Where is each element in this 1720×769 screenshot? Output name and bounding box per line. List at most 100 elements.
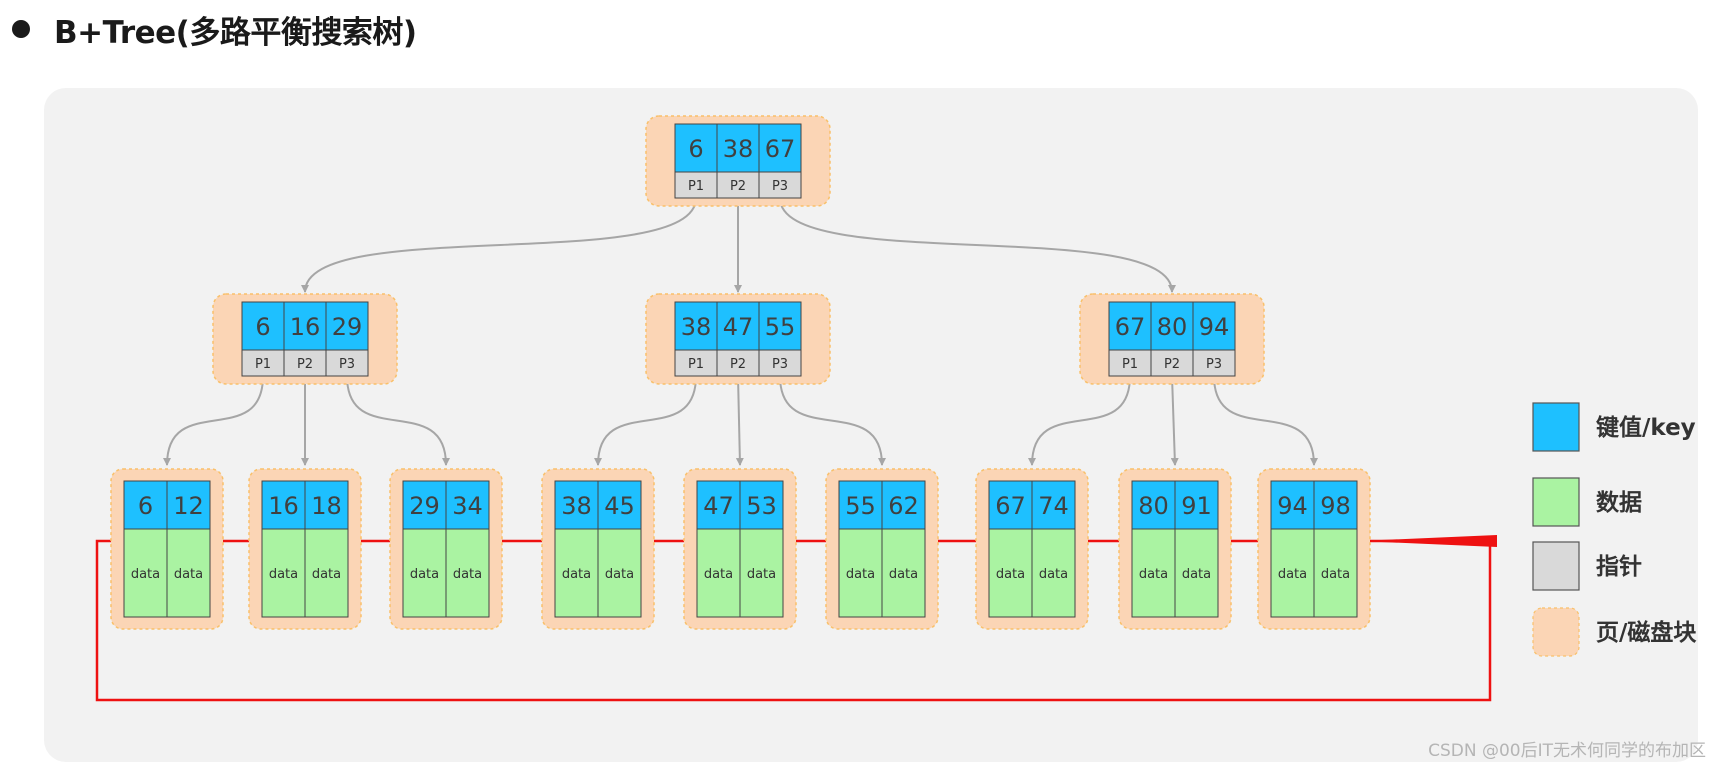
data-cell (739, 528, 784, 618)
key-label: 16 (268, 492, 299, 520)
tree-edges (163, 197, 1318, 466)
data-label: data (1139, 567, 1168, 582)
tree-edge (163, 375, 264, 466)
key-label: 16 (290, 313, 321, 341)
key-cell (696, 480, 741, 530)
key-label: 6 (138, 492, 153, 520)
data-cell (304, 528, 349, 618)
tree-edge (779, 375, 886, 466)
legend-swatch-page (1532, 607, 1580, 657)
data-label: data (312, 567, 341, 582)
data-cell (402, 528, 447, 618)
key-cell (758, 123, 802, 173)
pointer-cell (716, 171, 760, 199)
pointer-cell (1192, 349, 1236, 377)
key-cell (554, 480, 599, 530)
key-label: 6 (255, 313, 270, 341)
data-cell (696, 528, 741, 618)
legend-label-pointer: 指针 (1596, 554, 1642, 580)
tree-edge (735, 375, 744, 466)
key-label: 34 (452, 492, 483, 520)
key-label: 80 (1138, 492, 1169, 520)
data-cell (554, 528, 599, 618)
pointer-label: P3 (1206, 357, 1222, 372)
key-cell (1313, 480, 1358, 530)
data-label: data (174, 567, 203, 582)
data-label: data (889, 567, 918, 582)
diagram-panel (44, 88, 1698, 762)
key-label: 67 (765, 135, 796, 163)
data-label: data (1039, 567, 1068, 582)
pointer-cell (758, 349, 802, 377)
key-label: 53 (746, 492, 777, 520)
data-cell (1131, 528, 1176, 618)
pointer-cell (674, 171, 718, 199)
legend-label-data: 数据 (1596, 490, 1642, 516)
key-label: 12 (173, 492, 204, 520)
pointer-label: P2 (1164, 357, 1180, 372)
pointer-cell (716, 349, 760, 377)
key-cell (1031, 480, 1076, 530)
tree-edge (301, 197, 697, 293)
tree-edge (1028, 375, 1131, 466)
key-cell (1108, 301, 1152, 351)
data-cell (597, 528, 642, 618)
pointer-label: P3 (772, 179, 788, 194)
data-label: data (1321, 567, 1350, 582)
data-label: data (562, 567, 591, 582)
pointer-cell (325, 349, 369, 377)
data-cell (123, 528, 168, 618)
tree-edge (594, 375, 697, 466)
key-label: 67 (995, 492, 1026, 520)
data-label: data (131, 567, 160, 582)
pointer-label: P2 (297, 357, 313, 372)
key-label: 45 (604, 492, 635, 520)
pointer-label: P1 (255, 357, 271, 372)
tree-edge (1213, 375, 1318, 466)
tree-edge (346, 375, 450, 466)
title-row: B+Tree(多路平衡搜索树) (12, 6, 417, 52)
key-cell (1131, 480, 1176, 530)
pointer-label: P3 (772, 357, 788, 372)
data-cell (838, 528, 883, 618)
leaf-node: 6 data 12 data (110, 468, 224, 630)
pointer-cell (758, 171, 802, 199)
key-cell (758, 301, 802, 351)
tree-edge (1170, 375, 1179, 466)
key-label: 29 (332, 313, 363, 341)
data-cell (1313, 528, 1358, 618)
data-label: data (704, 567, 733, 582)
data-label: data (605, 567, 634, 582)
data-cell (1174, 528, 1219, 618)
key-label: 94 (1199, 313, 1230, 341)
key-cell (881, 480, 926, 530)
pointer-label: P1 (1122, 357, 1138, 372)
key-label: 80 (1157, 313, 1188, 341)
page-title: B+Tree(多路平衡搜索树) (54, 14, 417, 51)
legend-swatch-pointer (1532, 541, 1580, 591)
pointer-cell (674, 349, 718, 377)
key-cell (402, 480, 447, 530)
data-label: data (453, 567, 482, 582)
key-cell (241, 301, 285, 351)
key-cell (1174, 480, 1219, 530)
data-label: data (410, 567, 439, 582)
key-label: 18 (311, 492, 342, 520)
legend-swatch-key (1532, 402, 1580, 452)
pointer-label: P2 (730, 179, 746, 194)
key-cell (597, 480, 642, 530)
key-label: 91 (1181, 492, 1212, 520)
arrowhead (1359, 535, 1497, 547)
key-label: 6 (688, 135, 703, 163)
data-cell (988, 528, 1033, 618)
tree-edge (779, 197, 1176, 293)
